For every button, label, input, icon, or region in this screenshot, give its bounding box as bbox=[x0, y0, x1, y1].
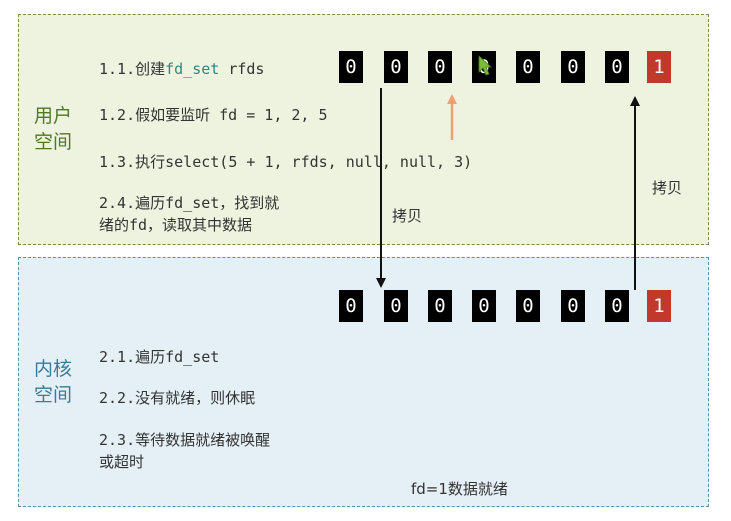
step-2-3: 2.3.等待数据就绪被唤醒 或超时 bbox=[99, 431, 271, 471]
user-bit-7: 1 bbox=[647, 51, 671, 83]
kernel-bit-0: 0 bbox=[339, 290, 363, 322]
kernel-space-label: 内核 空间 bbox=[33, 358, 72, 406]
kernel-bit-3: 0 bbox=[472, 290, 496, 322]
step-1-1-code: fd_set bbox=[165, 60, 220, 78]
step-1-3: 1.3.执行select(5 + 1, rfds, null, null, 3) bbox=[99, 153, 473, 171]
user-space-label: 用户 空间 bbox=[33, 105, 72, 153]
copy-down-label: 拷贝 bbox=[392, 207, 423, 225]
fd-ready-note: fd=1数据就绪 bbox=[411, 480, 508, 498]
step-1-1-prefix: 1.1.创建 bbox=[99, 60, 166, 78]
user-bit-5: 0 bbox=[561, 51, 585, 83]
step-2-2: 2.2.没有就绪，则休眠 bbox=[99, 389, 256, 407]
kernel-space-region bbox=[18, 257, 709, 507]
user-bit-6: 0 bbox=[605, 51, 629, 83]
step-1-1: 1.1.创建fd_set rfds bbox=[99, 58, 264, 80]
kernel-bit-2: 0 bbox=[428, 290, 452, 322]
kernel-bit-6: 0 bbox=[605, 290, 629, 322]
kernel-bit-1: 0 bbox=[384, 290, 408, 322]
step-2-1: 2.1.遍历fd_set bbox=[99, 348, 220, 366]
copy-up-label: 拷贝 bbox=[652, 179, 683, 197]
step-1-2: 1.2.假如要监听 fd = 1, 2, 5 bbox=[99, 106, 328, 124]
kernel-bit-5: 0 bbox=[561, 290, 585, 322]
user-bit-3: 0 bbox=[472, 51, 496, 83]
kernel-bit-7: 1 bbox=[647, 290, 671, 322]
user-bit-2: 0 bbox=[428, 51, 452, 83]
user-bit-1: 0 bbox=[384, 51, 408, 83]
kernel-bit-4: 0 bbox=[516, 290, 540, 322]
step-2-4: 2.4.遍历fd_set，找到就 绪的fd，读取其中数据 bbox=[99, 194, 280, 234]
user-bit-4: 0 bbox=[516, 51, 540, 83]
step-1-1-suffix: rfds bbox=[219, 60, 265, 78]
user-bit-0: 0 bbox=[339, 51, 363, 83]
user-space-region bbox=[18, 14, 709, 245]
